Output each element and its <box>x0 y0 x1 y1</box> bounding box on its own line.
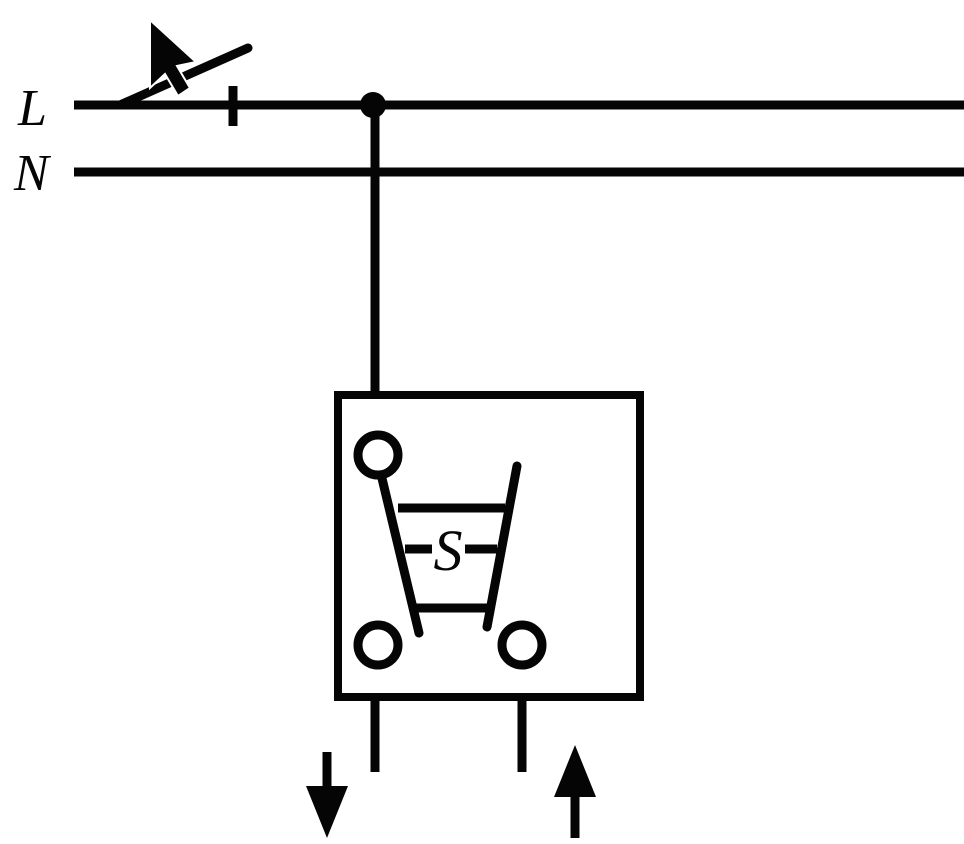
flow-arrow-down-head <box>306 786 348 838</box>
solenoid-valve-block-outline[interactable] <box>334 391 644 701</box>
terminal-top-left[interactable] <box>353 430 403 480</box>
flow-arrow-down <box>306 752 348 838</box>
terminal-bottom-left[interactable] <box>353 620 403 670</box>
neutral-rail-label: N <box>13 145 52 202</box>
live-rail-label: L <box>17 80 47 137</box>
valve-right-diagonal <box>482 461 522 632</box>
terminal-bottom-right[interactable] <box>497 620 547 670</box>
flow-arrow-up-head <box>554 745 596 797</box>
valve-symbol-glyph: S <box>434 518 463 583</box>
flow-arrow-up <box>554 745 596 838</box>
mouse-cursor-icon <box>149 17 199 98</box>
